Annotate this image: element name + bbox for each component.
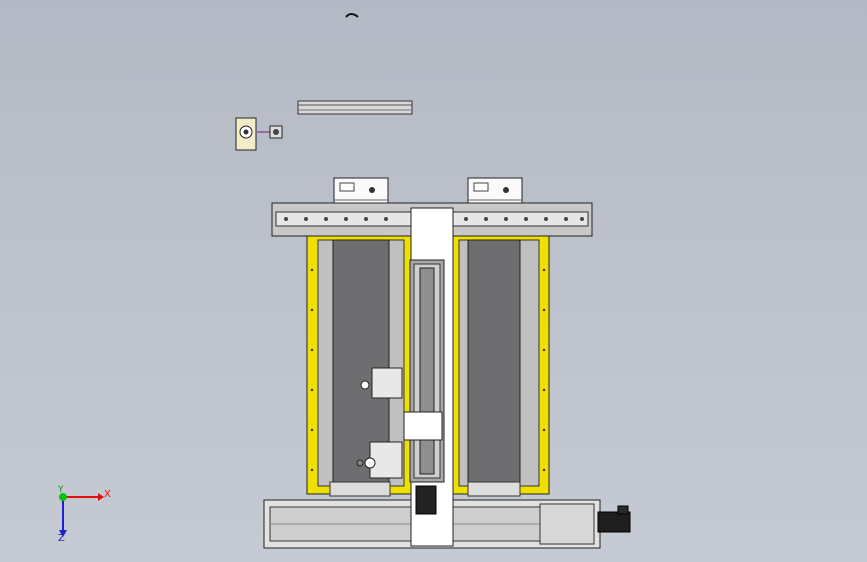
top-bracket[interactable] <box>345 13 359 18</box>
z-label: Z <box>58 533 65 544</box>
y-axis-origin <box>59 493 67 501</box>
floating-rail[interactable] <box>297 100 413 115</box>
x-label: X <box>104 489 111 500</box>
vertical-linear-axis[interactable] <box>409 259 445 515</box>
right-conveyor-frame[interactable] <box>452 235 550 497</box>
gripper-assembly[interactable] <box>356 367 443 479</box>
axis-triad: X Y Z <box>57 485 111 544</box>
floating-camera-assembly[interactable] <box>235 117 283 151</box>
y-label: Y <box>57 485 64 495</box>
servo-motor[interactable] <box>597 505 631 533</box>
